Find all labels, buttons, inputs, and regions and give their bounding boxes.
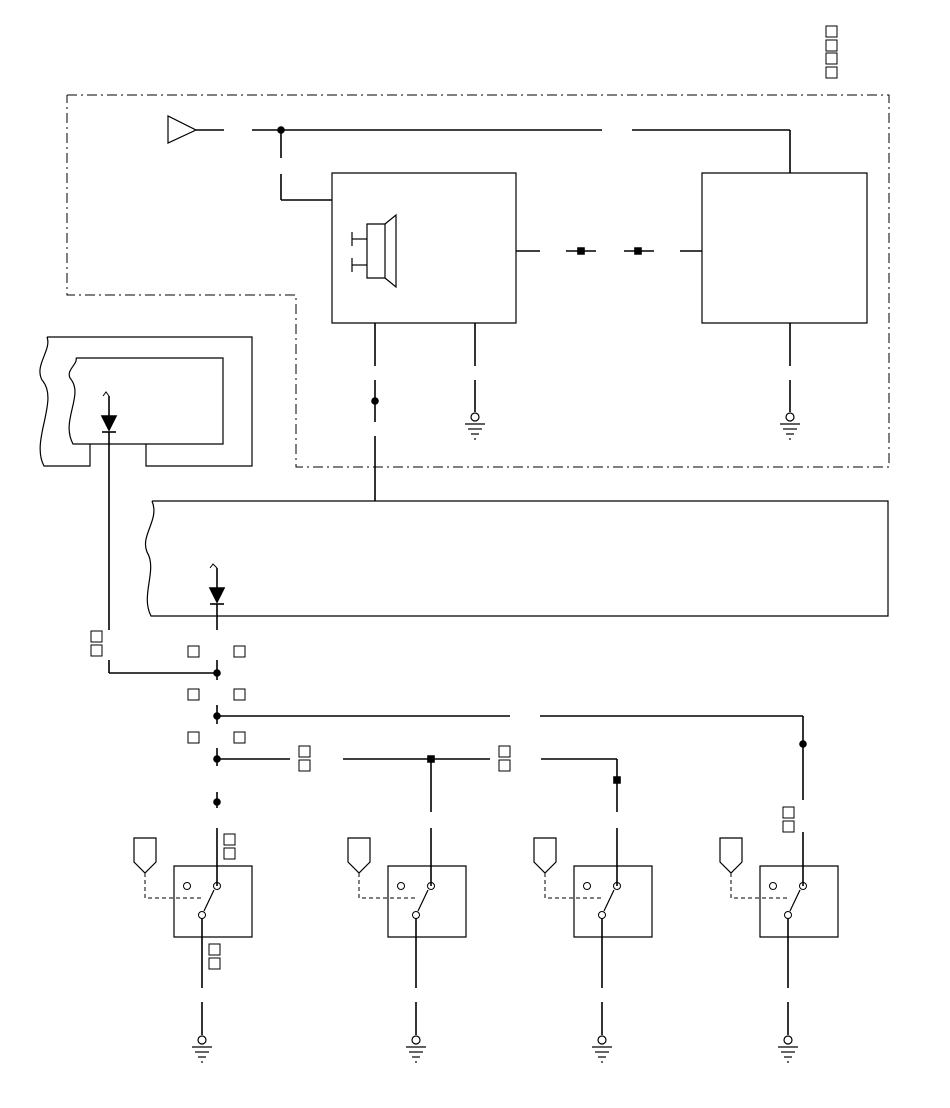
- wire-label-boxes: [91, 631, 794, 969]
- pentagon-connector-icon: [720, 838, 788, 898]
- ground-icon: [778, 1036, 798, 1062]
- control-unit-left: [332, 173, 516, 323]
- ground-icon: [465, 413, 485, 439]
- title-label-boxes: [826, 26, 837, 78]
- pentagon-connector-icon: [134, 838, 202, 898]
- diode-icon: [210, 564, 224, 604]
- junction-dot: [800, 741, 806, 747]
- junction-dot: [214, 670, 220, 676]
- junction-dot: [214, 799, 220, 805]
- lower-wide-module: [145, 501, 888, 616]
- speaker-icon: [352, 215, 396, 287]
- connector-pin: [578, 248, 584, 254]
- ground-icon: [192, 1036, 212, 1062]
- ground-icon: [406, 1036, 426, 1062]
- diode-icon: [102, 392, 116, 432]
- left-module-inner: [69, 358, 223, 444]
- pentagon-connector-icon: [534, 838, 602, 898]
- control-unit-right: [702, 173, 867, 323]
- triangle-antenna-icon: [168, 116, 196, 143]
- switch-icon: [574, 866, 652, 988]
- connector-pin: [614, 777, 620, 783]
- junction-dot: [372, 398, 378, 404]
- left-module-outer: [40, 337, 252, 466]
- ground-icon: [592, 1036, 612, 1062]
- dash-dot-enclosure: [67, 95, 889, 467]
- switch-icon: [174, 866, 252, 988]
- switch-icon: [388, 866, 466, 988]
- switch-icon: [760, 866, 838, 988]
- ground-icon: [780, 413, 800, 439]
- connector-pin: [635, 248, 641, 254]
- pentagon-connector-icon: [348, 838, 416, 898]
